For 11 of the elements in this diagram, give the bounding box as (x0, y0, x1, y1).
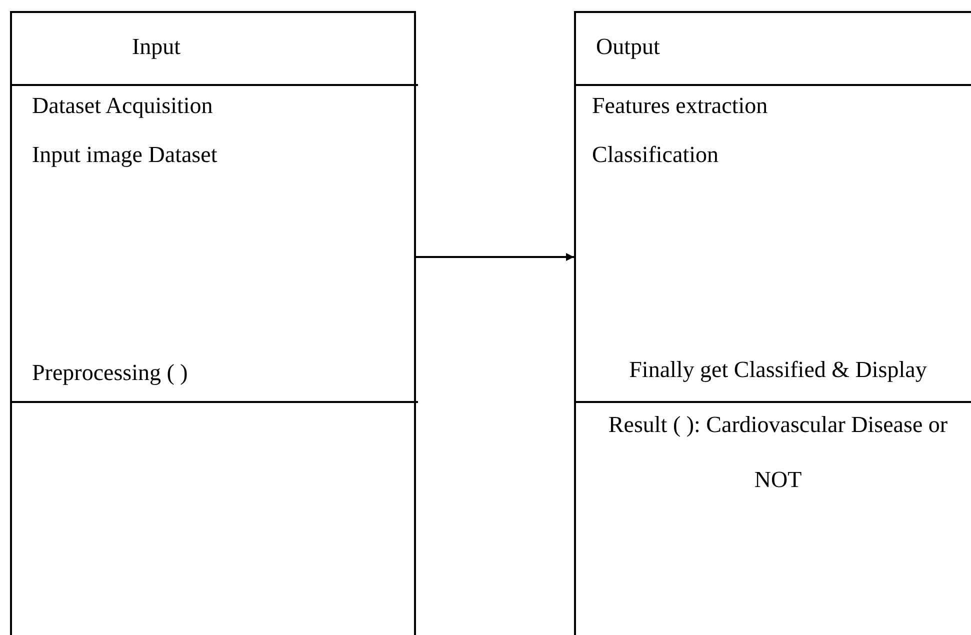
class-box (574, 11, 971, 635)
member-text: Finally get Classified & Display Result ( ): Cardiovascular Disease or NOT (607, 356, 949, 494)
class-title: Output (596, 33, 660, 61)
member-text: Input image Dataset (32, 141, 218, 169)
member-text: Features extraction (592, 92, 768, 120)
class-title: Input (132, 33, 181, 61)
arrow (416, 253, 574, 261)
member-text: Preprocessing ( ) (32, 359, 188, 387)
member-text: Classification (592, 141, 718, 169)
class-box (10, 11, 416, 635)
member-text: Dataset Acquisition (32, 92, 213, 120)
